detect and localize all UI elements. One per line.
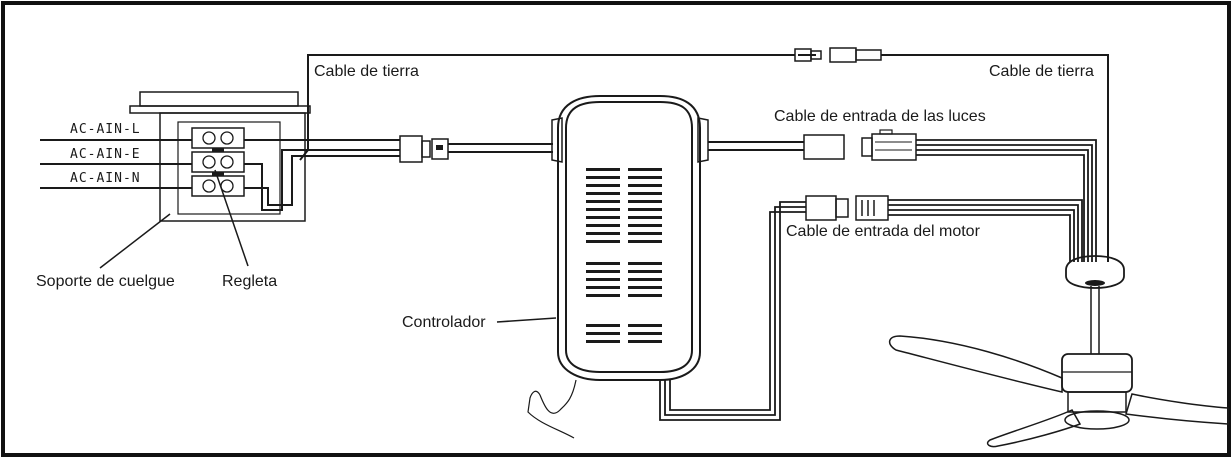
- terminal-block-label: Regleta: [222, 273, 277, 290]
- vent-slot: [628, 168, 662, 171]
- ceiling-fan: [888, 255, 1229, 448]
- terminal-block-leader-line: [214, 169, 249, 267]
- ground-cable-label-left: Cable de tierra: [314, 63, 419, 80]
- ac-input-n-label: AC-AIN-N: [70, 171, 141, 186]
- vent-slot: [586, 192, 620, 195]
- controller-body: [551, 95, 709, 381]
- motor-connector: [805, 195, 889, 221]
- vent-slot: [628, 286, 662, 289]
- terminal-block: [191, 127, 245, 197]
- vent-slot: [586, 262, 620, 265]
- vent-slot: [628, 224, 662, 227]
- vent-slot: [628, 208, 662, 211]
- vent-slot: [586, 286, 620, 289]
- vent-slot: [586, 184, 620, 187]
- motor-output-wires: [659, 201, 806, 421]
- controller-cord: [527, 379, 577, 439]
- vent-slot: [628, 324, 662, 327]
- vent-slot: [628, 240, 662, 243]
- vent-slot: [586, 168, 620, 171]
- mount-bracket-label: Soporte de cuelgue: [36, 273, 175, 290]
- vent-slot: [586, 278, 620, 281]
- controller-label: Controlador: [402, 314, 486, 331]
- ac-input-wires: [40, 139, 192, 189]
- vent-slot: [628, 262, 662, 265]
- controller-input-wires: [448, 143, 553, 153]
- lights-wire-to-fan: [916, 139, 1097, 262]
- mount-bracket: [129, 91, 311, 222]
- vent-slot: [628, 192, 662, 195]
- vent-slot: [628, 332, 662, 335]
- vent-slot: [628, 278, 662, 281]
- vent-slot: [628, 294, 662, 297]
- vent-slot: [586, 340, 620, 343]
- ac-input-e-label: AC-AIN-E: [70, 147, 141, 162]
- controller-input-connector: [399, 135, 449, 163]
- vent-slot: [628, 340, 662, 343]
- vent-slot: [628, 232, 662, 235]
- ac-input-l-label: AC-AIN-L: [70, 122, 141, 137]
- lights-connector: [803, 129, 917, 161]
- vent-slot: [586, 294, 620, 297]
- vent-slot: [628, 184, 662, 187]
- controller-leader-line: [496, 317, 557, 323]
- vent-slot: [628, 270, 662, 273]
- vent-slot: [628, 200, 662, 203]
- vent-slot: [586, 224, 620, 227]
- ground-cable-label-right: Cable de tierra: [989, 63, 1094, 80]
- vent-slot: [586, 332, 620, 335]
- vent-slot: [586, 200, 620, 203]
- vent-slot: [586, 232, 620, 235]
- vent-slot: [586, 176, 620, 179]
- vent-slot: [586, 324, 620, 327]
- vent-slot: [586, 208, 620, 211]
- mount-bracket-leader-line: [99, 213, 171, 269]
- motor-wire-to-fan: [888, 199, 1083, 262]
- controller-vents: [586, 168, 662, 343]
- vent-slot: [586, 270, 620, 273]
- ground-connector: [794, 47, 882, 63]
- vent-slot: [586, 216, 620, 219]
- vent-slot: [586, 240, 620, 243]
- ground-wire: [299, 54, 1109, 262]
- vent-slot: [628, 216, 662, 219]
- motor-input-label: Cable de entrada del motor: [786, 223, 981, 240]
- vent-slot: [628, 176, 662, 179]
- lights-input-label: Cable de entrada de las luces: [774, 108, 986, 125]
- lights-output-wires: [708, 141, 804, 151]
- terminal-output-wires: [244, 139, 400, 211]
